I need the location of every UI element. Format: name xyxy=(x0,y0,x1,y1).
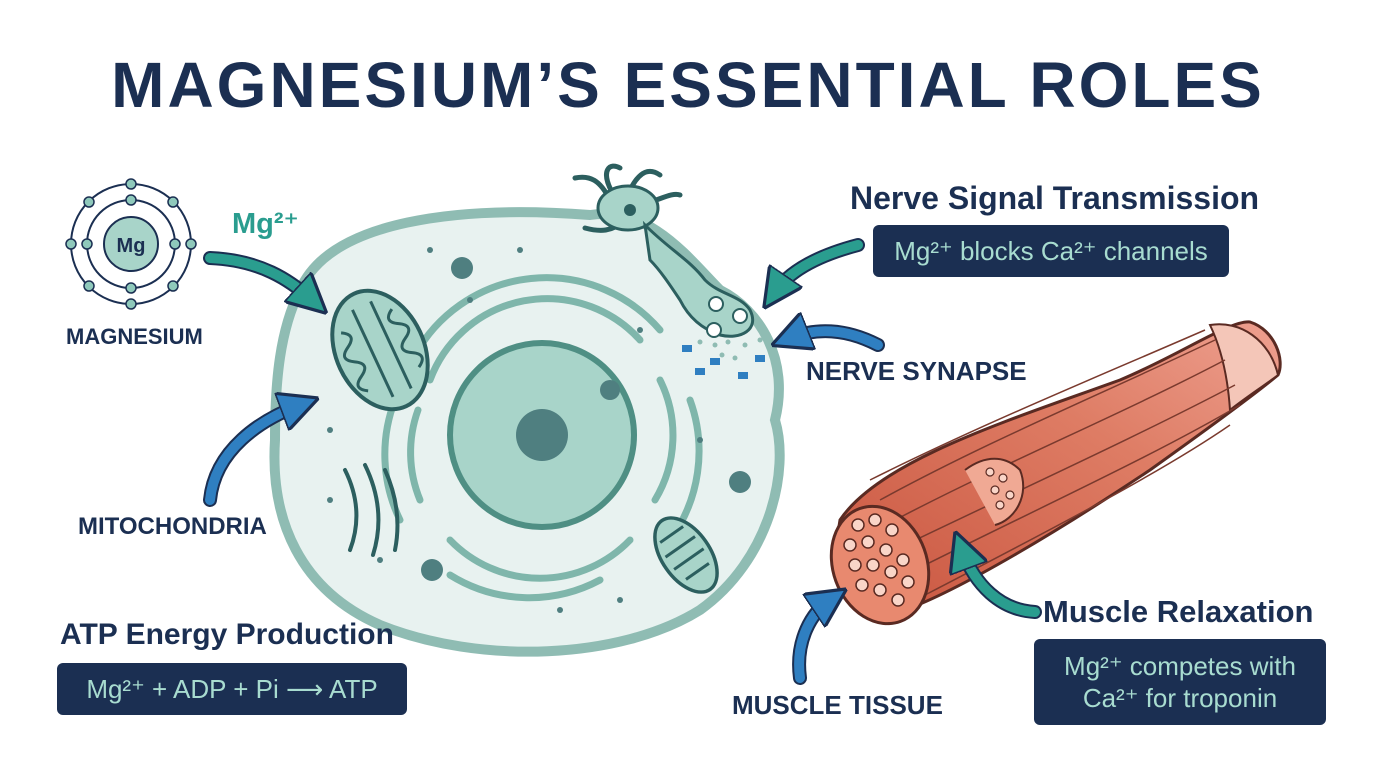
mitochondrion-large xyxy=(330,288,430,412)
atp-equation: Mg²⁺ + ADP + Pi ⟶ ATP xyxy=(86,673,378,704)
mg-ion-label: Mg²⁺ xyxy=(232,208,299,240)
atom-symbol: Mg xyxy=(117,235,146,257)
atp-equation-box: Mg²⁺ + ADP + Pi ⟶ ATP xyxy=(57,663,407,715)
nerve-detail-box: Mg²⁺ blocks Ca²⁺ channels xyxy=(873,225,1229,277)
nerve-detail: Mg²⁺ blocks Ca²⁺ channels xyxy=(894,235,1208,266)
neuron-illustration xyxy=(572,163,765,379)
arrow-mitochondria-label xyxy=(203,405,300,507)
arrow-muscle-tissue xyxy=(792,600,830,685)
cell-illustration xyxy=(269,207,785,657)
arrow-nerve-synapse xyxy=(790,331,885,352)
muscle-detail-box: Mg²⁺ competes with Ca²⁺ for troponin xyxy=(1034,639,1326,725)
arrow-mg-to-mitochondria xyxy=(203,251,312,300)
nerve-heading: Nerve Signal Transmission xyxy=(850,180,1260,216)
nerve-synapse-label: NERVE SYNAPSE xyxy=(806,356,1027,386)
muscle-tissue-label: MUSCLE TISSUE xyxy=(732,690,943,720)
arrow-nerve-signal xyxy=(775,238,865,292)
magnesium-atom-icon: Mg xyxy=(65,178,197,310)
muscle-heading: Muscle Relaxation xyxy=(1043,594,1314,629)
magnesium-label: MAGNESIUM xyxy=(66,324,203,349)
mitochondria-label: MITOCHONDRIA xyxy=(78,513,267,540)
page-title: MAGNESIUM’S ESSENTIAL ROLES xyxy=(111,49,1265,121)
arrow-muscle-relaxation xyxy=(962,550,1042,619)
muscle-detail-line-2: Ca²⁺ for troponin xyxy=(1082,683,1278,713)
muscle-detail-line-1: Mg²⁺ competes with xyxy=(1064,650,1296,681)
mitochondrion-small xyxy=(653,516,719,594)
atp-heading: ATP Energy Production xyxy=(60,618,394,651)
